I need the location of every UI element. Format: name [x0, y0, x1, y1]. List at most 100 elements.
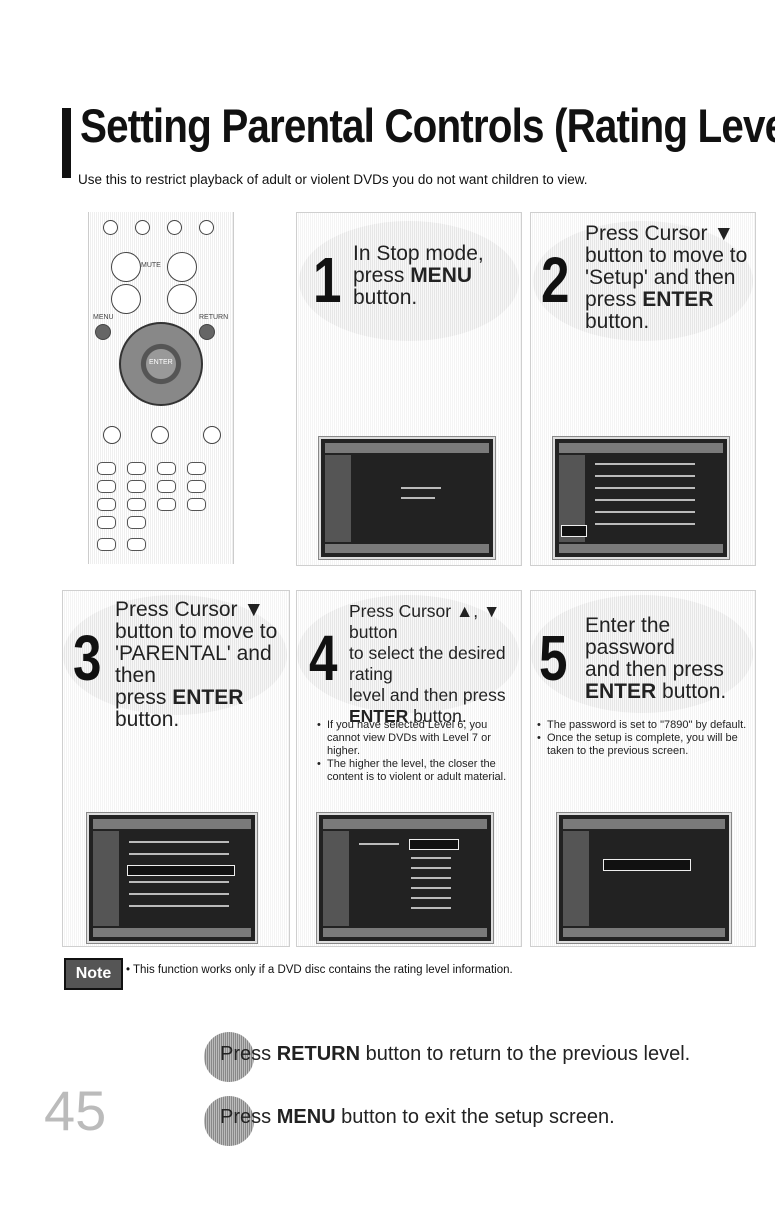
remote-button	[167, 220, 182, 235]
remote-key	[127, 538, 146, 551]
step-number: 4	[309, 622, 338, 694]
step-text-line: In Stop mode,	[353, 242, 484, 265]
step-2-panel: 2 Press Cursor ▼ button to move to 'Setu…	[530, 212, 756, 566]
step-text-span: button.	[656, 680, 727, 703]
step-text-line: Press Cursor ▼	[115, 598, 265, 621]
osd-text-line	[129, 881, 229, 883]
osd-text-line	[411, 887, 451, 889]
osd-top-bar	[323, 819, 487, 829]
note-bullet: If you have selected Level 6, you cannot…	[317, 719, 513, 758]
step-text-line: button.	[353, 286, 418, 309]
tv-screen-step-5	[557, 813, 731, 943]
osd-text-line	[411, 877, 451, 879]
step-text-line: Enter the password	[585, 614, 675, 659]
step-1-panel: 1 In Stop mode, press MENU button.	[296, 212, 522, 566]
tv-screen-step-4	[317, 813, 493, 943]
osd-bottom-bar	[93, 928, 251, 937]
press-rest: button to return to the previous level.	[360, 1043, 691, 1065]
osd-text-line	[595, 475, 695, 477]
osd-text-line	[129, 853, 229, 855]
step-5-notes: The password is set to "7890" by default…	[537, 719, 751, 758]
enter-label: ENTER	[149, 359, 173, 366]
note-bullet: The higher the level, the closer the con…	[317, 758, 513, 784]
press-rest: button to exit the setup screen.	[335, 1106, 615, 1128]
note-bullet: Once the setup is complete, you will be …	[537, 732, 751, 758]
osd-text-line	[411, 907, 451, 909]
step-2-instruction: Press Cursor ▼ button to move to 'Setup'…	[585, 223, 755, 333]
remote-button	[203, 426, 221, 444]
osd-side-menu	[93, 831, 119, 926]
title-accent-bar	[62, 108, 71, 178]
step-number: 5	[539, 622, 568, 694]
note-text: • This function works only if a DVD disc…	[126, 964, 513, 976]
press-icon	[204, 1096, 254, 1146]
remote-key	[97, 462, 116, 475]
osd-selected-item	[127, 865, 235, 876]
step-text-line: Press Cursor ▼	[585, 222, 735, 245]
step-4-instruction: Press Cursor ▲, ▼ button to select the d…	[349, 601, 521, 727]
osd-text-line	[595, 511, 695, 513]
step-text-span: press	[585, 288, 643, 311]
step-text-line: press ENTER button.	[115, 687, 289, 731]
step-key-name: MENU	[410, 264, 473, 287]
osd-bottom-bar	[559, 544, 723, 553]
step-3-instruction: Press Cursor ▼ button to move to 'PARENT…	[115, 599, 289, 731]
osd-bottom-bar	[563, 928, 725, 937]
osd-text-line	[411, 867, 451, 869]
tuning-up-icon	[167, 252, 197, 282]
menu-label: MENU	[93, 314, 114, 321]
tv-screen-step-1	[319, 437, 495, 559]
osd-bottom-bar	[325, 544, 489, 553]
osd-text-line	[401, 497, 435, 499]
osd-side-menu	[325, 455, 351, 542]
step-3-panel: 3 Press Cursor ▼ button to move to 'PARE…	[62, 590, 290, 947]
remote-key	[127, 498, 146, 511]
password-entry-box	[603, 859, 691, 871]
remote-button	[103, 220, 118, 235]
page-number: 45	[44, 1079, 107, 1142]
step-4-notes: If you have selected Level 6, you cannot…	[317, 719, 513, 784]
info-button-icon	[103, 426, 121, 444]
osd-selected-item	[561, 525, 587, 537]
step-text-line: 'Setup' and then	[585, 266, 736, 289]
step-bubble	[533, 221, 753, 341]
osd-text-line	[595, 487, 695, 489]
osd-top-bar	[325, 443, 489, 453]
press-prefix: Press	[220, 1043, 277, 1065]
remote-button	[199, 220, 214, 235]
step-text-span: press	[115, 686, 173, 709]
press-return-instruction: Press RETURN button to return to the pre…	[220, 1043, 690, 1066]
press-menu-instruction: Press MENU button to exit the setup scre…	[220, 1106, 615, 1129]
step-text-line: button to move to	[115, 620, 278, 643]
page-title: Setting Parental Controls (Rating Level)	[80, 99, 775, 152]
step-text-span: button.	[585, 310, 650, 333]
osd-text-line	[129, 893, 229, 895]
step-key-name: ENTER	[172, 686, 244, 709]
osd-text-line	[401, 487, 441, 489]
press-key-name: RETURN	[276, 1043, 361, 1065]
step-text-line: press ENTER button.	[585, 289, 755, 333]
press-icon	[204, 1032, 254, 1082]
osd-bottom-bar	[323, 928, 487, 937]
osd-side-menu	[563, 831, 589, 926]
mute-label: MUTE	[141, 262, 161, 269]
osd-text-line	[129, 905, 229, 907]
remote-key	[157, 480, 176, 493]
press-key-name: MENU	[276, 1106, 336, 1128]
return-button-icon	[199, 324, 215, 340]
remote-key	[157, 498, 176, 511]
step-bubble	[531, 595, 753, 713]
remote-key	[97, 516, 116, 529]
volume-up-icon	[111, 252, 141, 282]
osd-selected-item	[409, 839, 459, 850]
step-bubble	[297, 595, 519, 713]
step-number: 3	[73, 622, 102, 694]
step-4-panel: 4 Press Cursor ▲, ▼ button to select the…	[296, 590, 522, 947]
remote-key	[97, 538, 116, 551]
remote-key	[127, 480, 146, 493]
osd-text-line	[595, 499, 695, 501]
step-text-span: press	[353, 264, 411, 287]
remote-control-illustration: MUTE MENU RETURN ENTER	[88, 212, 234, 564]
remote-key	[187, 462, 206, 475]
page-subtitle: Use this to restrict playback of adult o…	[78, 172, 588, 187]
